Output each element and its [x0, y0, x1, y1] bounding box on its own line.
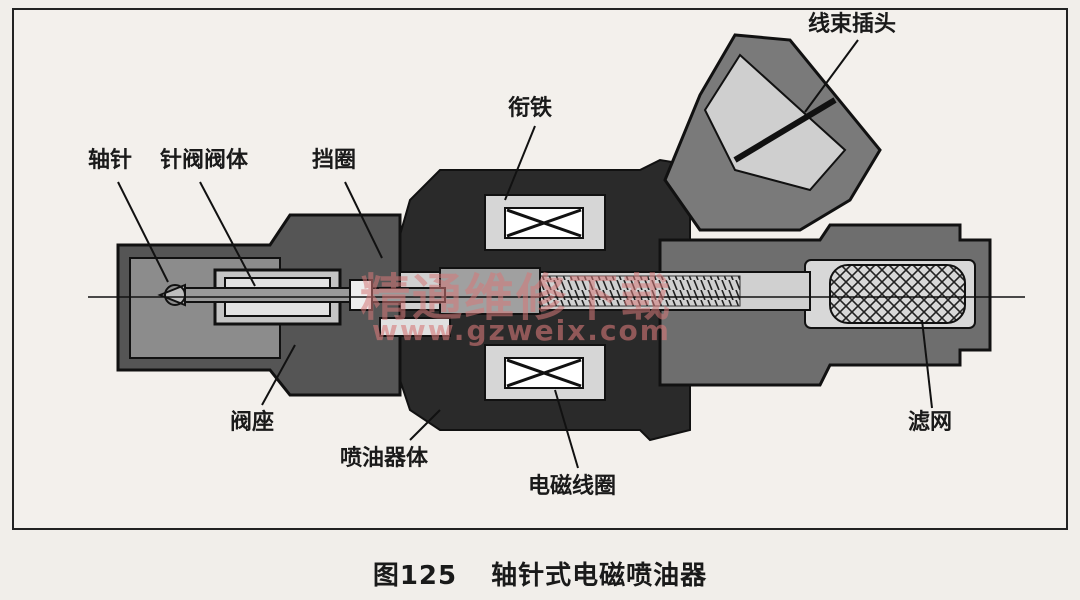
- figure-caption: 图125 轴针式电磁喷油器: [0, 555, 1080, 592]
- figure-title: 轴针式电磁喷油器: [491, 561, 708, 591]
- leader-solenoid-coil: [554, 389, 579, 469]
- label-harness-plug: 线束插头: [808, 12, 897, 37]
- retaining-ring-part: [349, 279, 373, 311]
- leader-armature: [504, 125, 536, 201]
- injector-cross-section: [88, 33, 1025, 469]
- label-solenoid-coil: 电磁线圈: [528, 474, 617, 499]
- leader-injector-body: [409, 409, 441, 441]
- label-shaft-needle: 轴针: [88, 148, 133, 173]
- label-injector-body: 喷油器体: [340, 446, 429, 471]
- label-valve-seat: 阀座: [230, 410, 275, 435]
- leader-shaft-needle: [117, 181, 169, 283]
- watermark-url: www.gzweix.com: [372, 314, 671, 347]
- figure-number: 图125: [372, 561, 458, 591]
- leader-needle-valve-body: [199, 181, 256, 287]
- label-filter-screen: 滤网: [908, 410, 953, 435]
- label-armature: 衔铁: [508, 96, 553, 121]
- watermark-text: 精通维修下载: [360, 268, 672, 327]
- leader-retaining-ring: [344, 181, 383, 259]
- leader-valve-seat: [261, 344, 296, 406]
- armature-part: [439, 267, 541, 315]
- leader-filter-screen: [921, 319, 933, 409]
- label-retaining-ring: 挡圈: [312, 148, 357, 173]
- label-needle-valve-body: 针阀阀体: [160, 148, 249, 173]
- return-spring: [539, 275, 741, 307]
- leader-harness-plug: [804, 39, 859, 113]
- filter-screen-mesh: [829, 264, 966, 324]
